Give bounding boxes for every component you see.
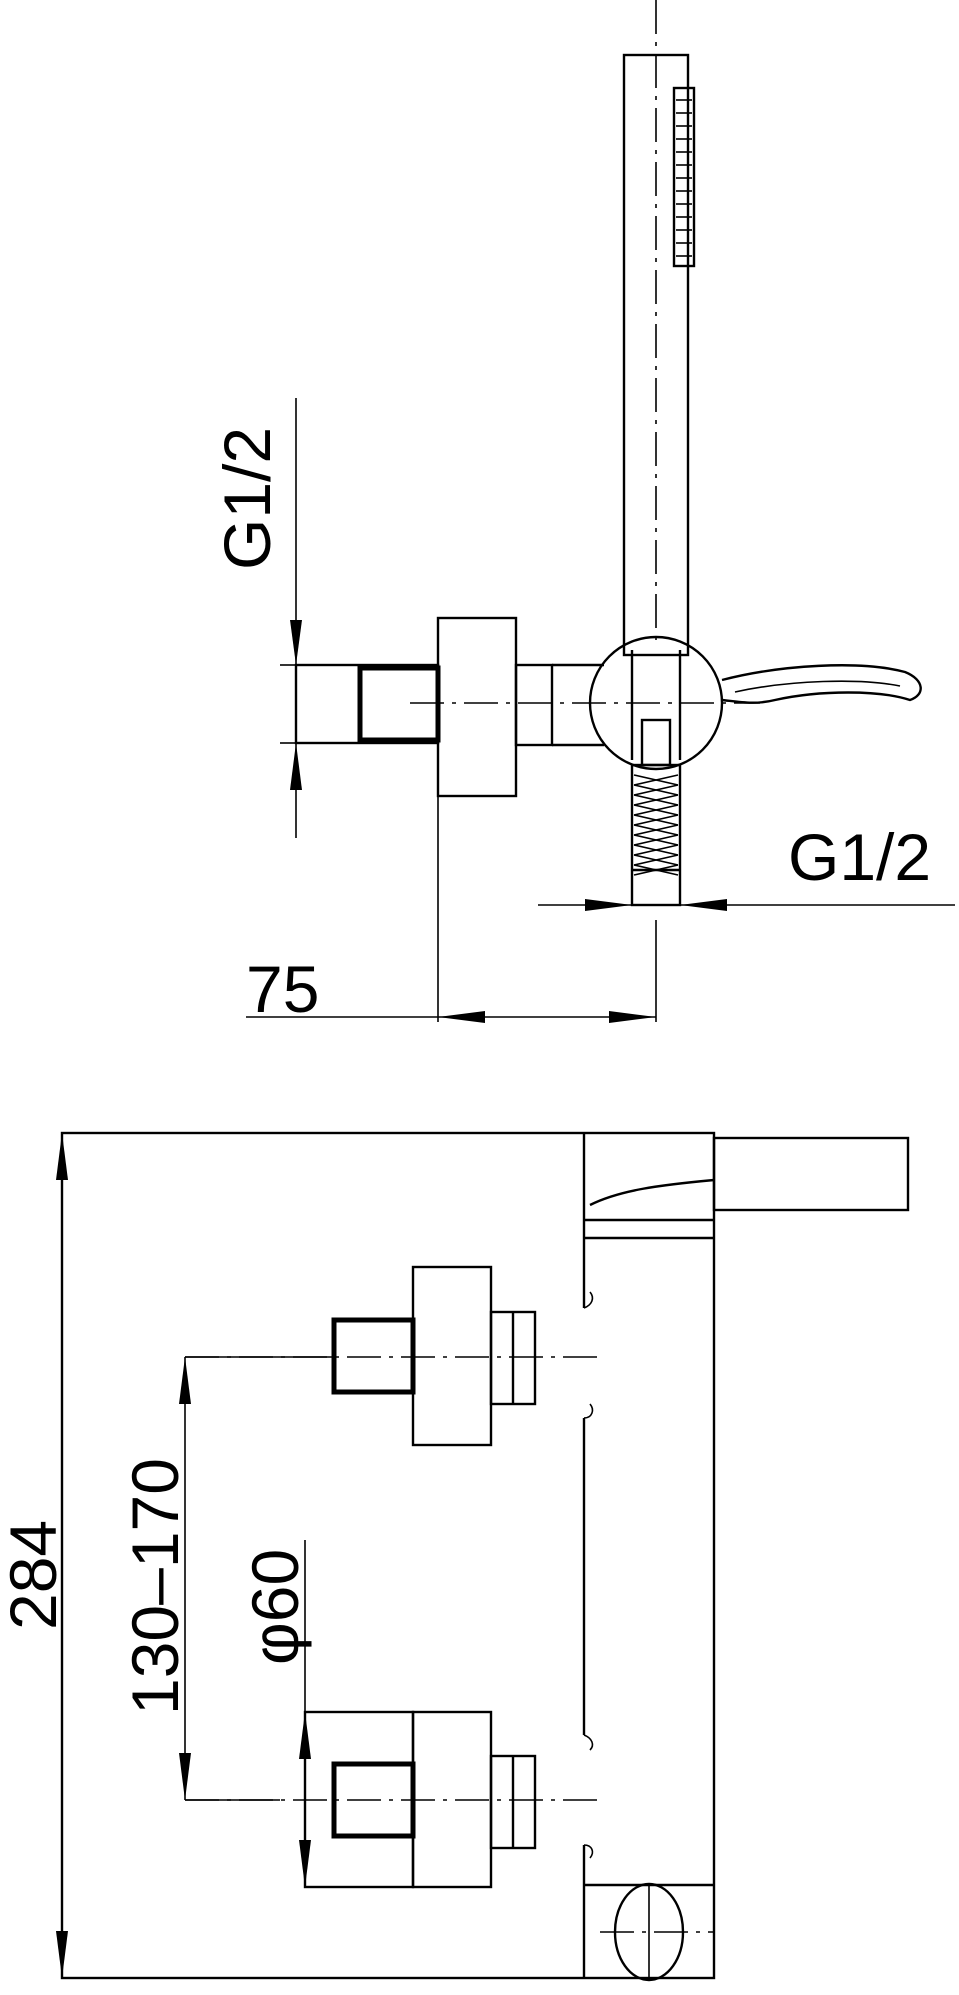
projection-label: 75 [246, 952, 319, 1026]
upper-connection [185, 1265, 605, 1447]
dimension-overall-height: 284 [0, 1133, 70, 1978]
flange-diameter-label: φ60 [238, 1549, 312, 1665]
hose-connector [630, 718, 682, 907]
wall-connector [294, 616, 760, 798]
centre-distance-label: 130–170 [118, 1458, 192, 1715]
outlet-thread-label: G1/2 [788, 820, 931, 894]
dimension-centre-distance: 130–170 [118, 1356, 334, 1801]
dimension-projection: 75 [246, 796, 657, 1026]
dimension-flange-diameter: φ60 [238, 1540, 312, 1887]
dimension-outlet-thread: G1/2 [538, 820, 955, 911]
front-view: 284 130–170 φ60 [0, 1131, 910, 1982]
holder-and-lever [588, 635, 922, 771]
hand-shower [622, 0, 696, 657]
dimension-inlet-thread: G1/2 [210, 398, 302, 838]
overall-height-label: 284 [0, 1520, 70, 1630]
inlet-thread-label: G1/2 [210, 427, 284, 570]
top-view: G1/2 G1/2 75 [210, 0, 955, 1026]
